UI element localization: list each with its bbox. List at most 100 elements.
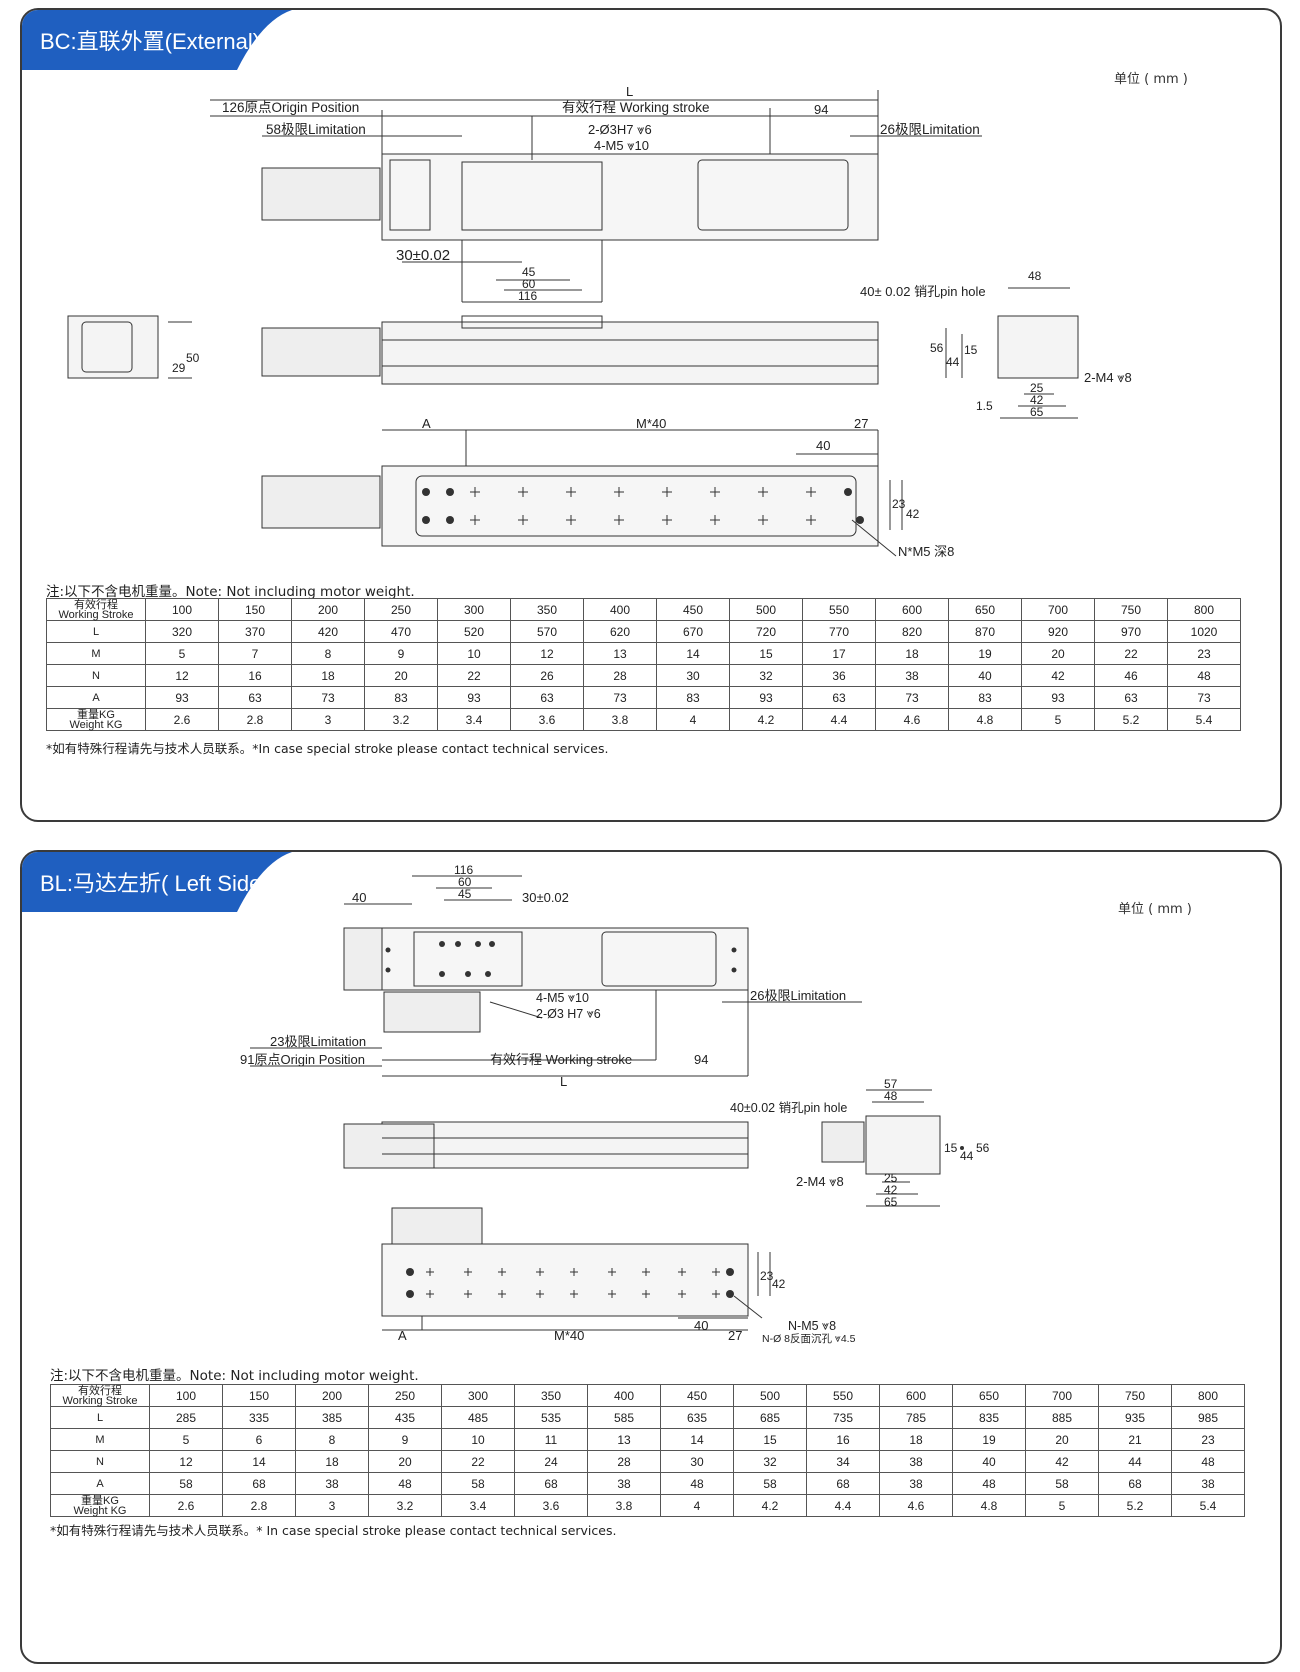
row-header-line: N [96, 1455, 104, 1468]
table-cell: 520 [437, 620, 511, 643]
dim-40: 40 [816, 438, 830, 453]
dim-45: 45 [458, 887, 472, 901]
table-cell: 73 [583, 686, 657, 709]
table-cell: 385 [295, 1406, 369, 1429]
table-cell: 20 [368, 1450, 442, 1473]
section-header-tab [22, 852, 292, 912]
table-cell: 3.8 [583, 708, 657, 731]
table-cell: 11 [514, 1428, 588, 1451]
table-cell: 670 [656, 620, 730, 643]
slider-block [413, 931, 523, 987]
table-cell: 970 [1094, 620, 1168, 643]
table-cell: 420 [291, 620, 365, 643]
dim-L: L [626, 84, 633, 99]
table-cell: 18 [879, 1428, 953, 1451]
dim-56: 56 [930, 341, 944, 355]
end-plate-left [389, 159, 431, 231]
table-cell: 4 [660, 1494, 734, 1517]
origin-label: 91原点Origin Position [240, 1052, 365, 1067]
dim-15: 15 [964, 343, 978, 357]
working-stroke-label: 有效行程 Working stroke [562, 100, 710, 115]
table-cell: 3 [295, 1494, 369, 1517]
dim-27: 27 [854, 416, 868, 431]
end-view-right [865, 1115, 941, 1175]
table-cell: 83 [948, 686, 1022, 709]
row-header-line: Working Stroke [62, 1394, 138, 1407]
table-cell: 44 [1098, 1450, 1172, 1473]
motor-bottom [261, 475, 381, 529]
table-cell: 4 [656, 708, 730, 731]
table-cell: 600 [879, 1384, 953, 1407]
table-cell: 13 [583, 642, 657, 665]
table-cell: 22 [441, 1450, 515, 1473]
table-cell: 18 [291, 664, 365, 687]
table-cell: 100 [149, 1384, 223, 1407]
table-cell: 32 [729, 664, 803, 687]
table-cell: 600 [875, 598, 949, 621]
table-cell: 770 [802, 620, 876, 643]
table-cell: 435 [368, 1406, 442, 1429]
row-header-line: L [96, 1411, 104, 1424]
table-cell: 73 [291, 686, 365, 709]
dim-50: 50 [186, 351, 200, 365]
motor-weight-note: 注:以下不含电机重量。Note: Not including motor wei… [46, 584, 415, 600]
motor-top [261, 167, 381, 221]
table-cell: 5.2 [1094, 708, 1168, 731]
table-cell: 28 [587, 1450, 661, 1473]
table-cell: 650 [952, 1384, 1026, 1407]
table-cell: 4.8 [948, 708, 1022, 731]
row-header: L [50, 1406, 150, 1429]
table-cell: 63 [802, 686, 876, 709]
table-cell: 835 [952, 1406, 1026, 1429]
table-cell: 38 [879, 1450, 953, 1473]
section-title: BL:马达左折( Left Side) [40, 871, 269, 896]
table-cell: 470 [364, 620, 438, 643]
table-cell: 48 [1171, 1450, 1245, 1473]
dim-A: A [398, 1328, 407, 1343]
table-cell: 15 [733, 1428, 807, 1451]
table-cell: 5 [145, 642, 219, 665]
dim-A: A [422, 416, 431, 431]
table-cell: 30 [656, 664, 730, 687]
table-cell: 13 [587, 1428, 661, 1451]
table-cell: 73 [875, 686, 949, 709]
row-header: L [46, 620, 146, 643]
table-cell: 16 [218, 664, 292, 687]
table-cell: 38 [1171, 1472, 1245, 1495]
dim-1-5: 1.5 [976, 399, 993, 413]
table-cell: 63 [1094, 686, 1168, 709]
m4-label: 2-M4 ⩔8 [1084, 370, 1132, 385]
table-cell: 12 [510, 642, 584, 665]
table-cell: 40 [952, 1450, 1026, 1473]
dim-42b: 42 [772, 1277, 786, 1291]
dim-57: 57 [884, 1077, 898, 1091]
dim-94: 94 [814, 102, 828, 117]
table-cell: 34 [806, 1450, 880, 1473]
table-cell: 370 [218, 620, 292, 643]
table-cell: 700 [1025, 1384, 1099, 1407]
motor-side [343, 1123, 435, 1169]
table-cell: 93 [437, 686, 511, 709]
special-stroke-footnote: *如有特殊行程请先与技术人员联系。*In case special stroke… [46, 741, 609, 756]
dim-M40: M*40 [636, 416, 666, 431]
table-cell: 21 [1098, 1428, 1172, 1451]
pin-h7-label: 2-Ø3 H7 ⩔6 [536, 1007, 601, 1021]
table-cell: 3 [291, 708, 365, 731]
table-cell: 320 [145, 620, 219, 643]
top-view-body [381, 153, 879, 241]
dim-65: 65 [1030, 405, 1044, 419]
table-cell: 19 [948, 642, 1022, 665]
row-header: M [50, 1428, 150, 1451]
table-cell: 22 [1094, 642, 1168, 665]
dim-23: 23 [892, 497, 906, 511]
origin-label: 126原点Origin Position [222, 100, 359, 115]
table-cell: 2.8 [218, 708, 292, 731]
table-cell: 200 [295, 1384, 369, 1407]
row-header: A [46, 686, 146, 709]
